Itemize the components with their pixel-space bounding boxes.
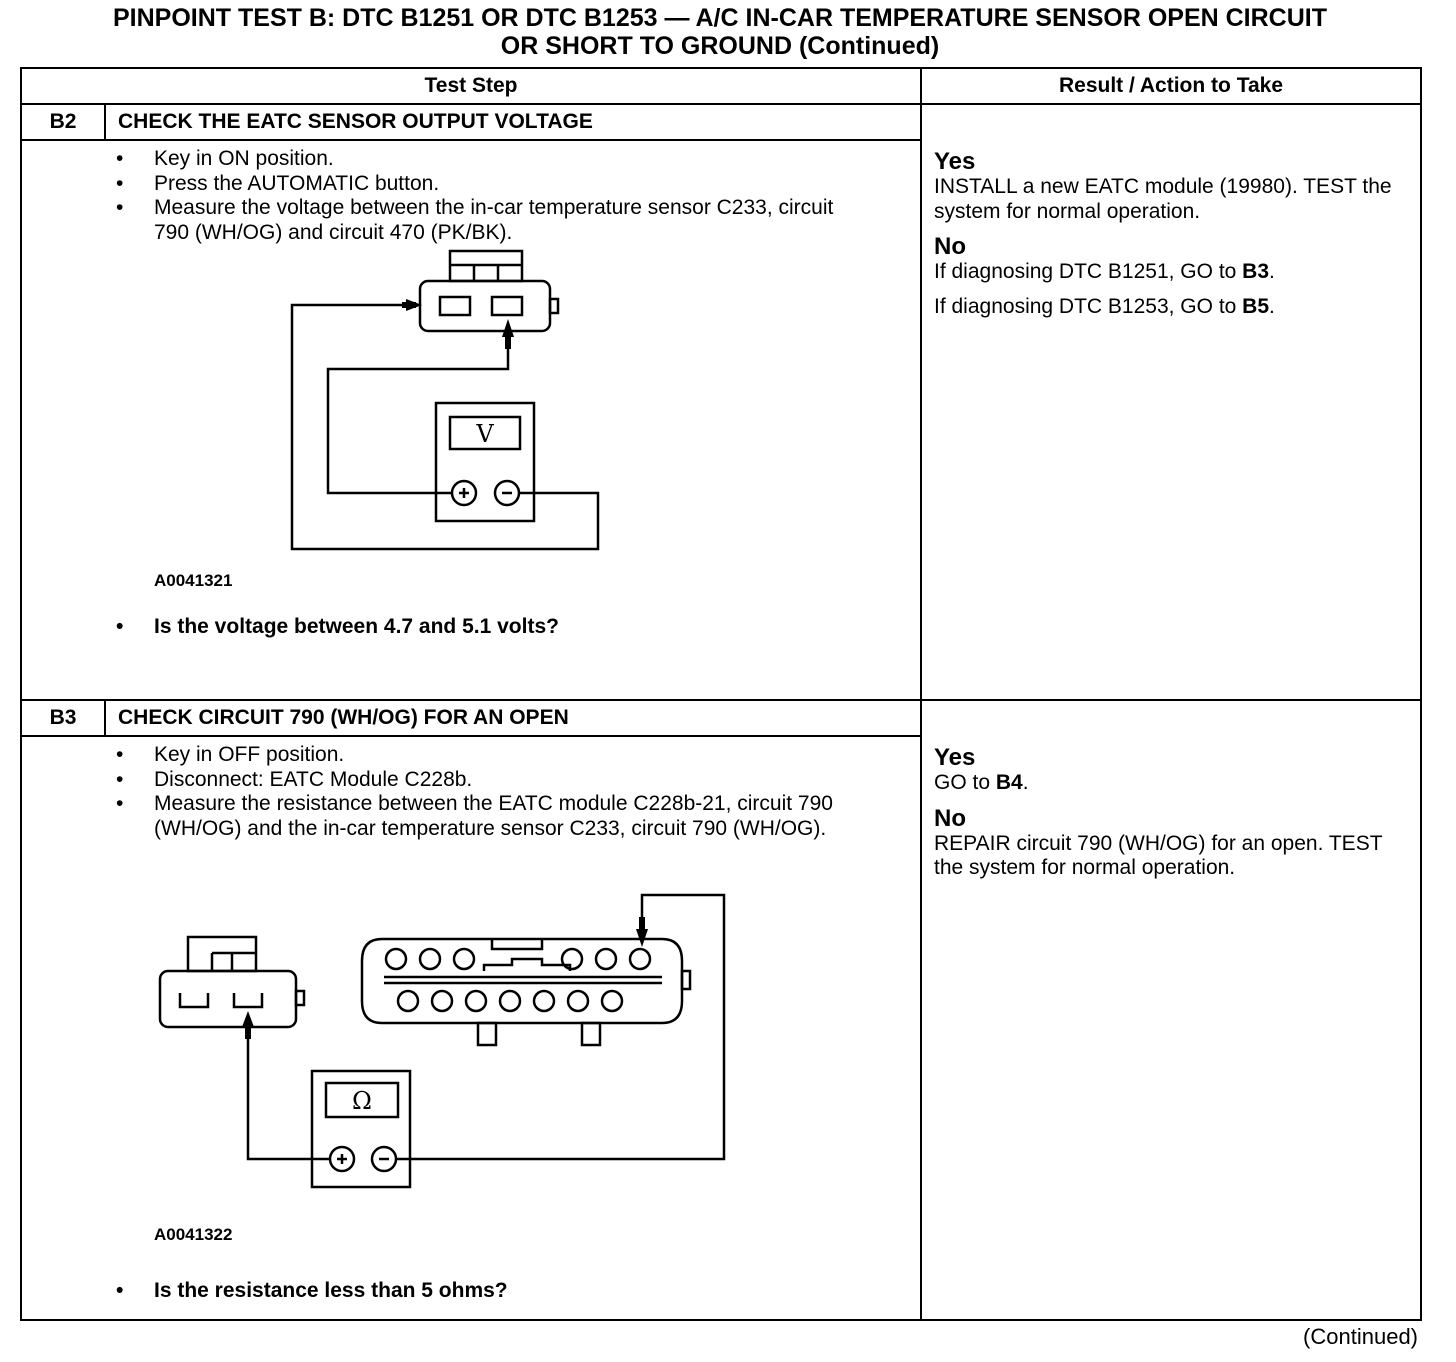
step-b3-title: CHECK CIRCUIT 790 (WH/OG) FOR AN OPEN	[118, 706, 569, 729]
b3-yes-text: GO to B4.	[934, 771, 1029, 794]
voltmeter	[434, 401, 536, 523]
figure-id: A0041321	[154, 571, 233, 590]
b2-no-text-2: If diagnosing DTC B1253, GO to B5.	[934, 294, 1275, 318]
b2-question: Is the voltage between 4.7 and 5.1 volts…	[116, 615, 920, 640]
b3-no-text: REPAIR circuit 790 (WH/OG) for an open. …	[934, 831, 1383, 880]
terminal-right	[490, 295, 524, 317]
b2-step-2: Press the AUTOMATIC button.	[116, 172, 840, 197]
b2-no-label: No	[934, 233, 966, 260]
step-b2-title: CHECK THE EATC SENSOR OUTPUT VOLTAGE	[118, 110, 593, 133]
step-b3-id: B3	[22, 701, 106, 735]
minus-lead	[396, 893, 726, 1161]
meter-display	[324, 1081, 400, 1119]
header-test-step: Test Step	[20, 67, 922, 105]
b2-step-3: Measure the voltage between the in-car t…	[116, 196, 840, 245]
figure-id: A0041322	[154, 1225, 233, 1244]
step-b2-id: B2	[22, 105, 106, 139]
b3-question: Is the resistance less than 5 ohms?	[116, 1279, 920, 1304]
meter-display	[448, 415, 522, 451]
title-line-1: PINPOINT TEST B: DTC B1251 OR DTC B1253 …	[112, 4, 1328, 32]
page-title: PINPOINT TEST B: DTC B1251 OR DTC B1253 …	[20, 4, 1420, 60]
b3-step-1: Key in OFF position.	[116, 743, 860, 768]
result-b3: Yes GO to B4. No REPAIR circuit 790 (WH/…	[920, 699, 1422, 1321]
b2-no-text-1: If diagnosing DTC B1251, GO to B3.	[934, 260, 1275, 283]
meter-symbol: Ω	[352, 1087, 372, 1115]
b2-yes-label: Yes	[934, 148, 976, 175]
minus-lead	[290, 303, 600, 551]
ohmmeter-diagram: Ω	[158, 893, 726, 1189]
step-b3: B3 CHECK CIRCUIT 790 (WH/OG) FOR AN OPEN…	[20, 699, 922, 1321]
header-result: Result / Action to Take	[920, 67, 1422, 105]
b3-no-label: No	[934, 804, 966, 832]
plus-lead	[246, 1035, 330, 1161]
b3-yes-label: Yes	[934, 744, 976, 771]
b3-step-3: Measure the resistance between the EATC …	[116, 792, 860, 841]
b2-step-1: Key in ON position.	[116, 147, 840, 172]
meter-symbol: V	[475, 420, 494, 448]
terminal-left	[438, 295, 472, 317]
module-connector	[360, 937, 684, 1025]
ohmmeter	[310, 1069, 412, 1189]
step-b2: B2 CHECK THE EATC SENSOR OUTPUT VOLTAGE …	[20, 103, 922, 701]
voltmeter-diagram: V	[290, 249, 600, 551]
plus-lead	[326, 341, 510, 495]
b3-step-2: Disconnect: EATC Module C228b.	[116, 768, 860, 793]
result-b2: Yes INSTALL a new EATC module (19980). T…	[920, 103, 1422, 701]
title-line-2: OR SHORT TO GROUND (Continued)	[500, 32, 940, 60]
b2-yes-text: INSTALL a new EATC module (19980). TEST …	[934, 175, 1392, 223]
continued-label: (Continued)	[1303, 1324, 1418, 1349]
pinpoint-table: Test Step Result / Action to Take B2 CHE…	[20, 67, 1422, 1321]
